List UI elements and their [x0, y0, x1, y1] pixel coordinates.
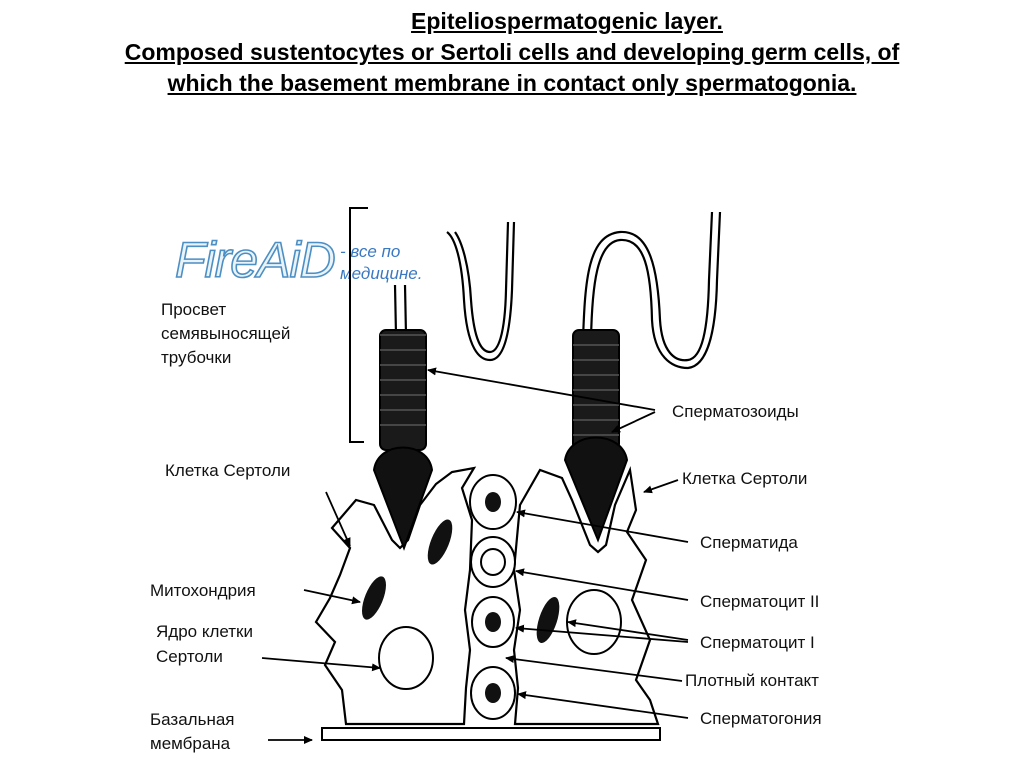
label-basal-2: мембрана — [150, 734, 231, 753]
watermark-logo: FireAiD - все по медицине. — [174, 231, 422, 289]
label-spermatozoa: Сперматозоиды — [672, 402, 799, 421]
watermark-tagline-2: медицине. — [340, 264, 422, 283]
label-sertoli-right: Клетка Сертоли — [682, 469, 807, 488]
germ-cell-column — [469, 474, 517, 720]
label-sertoli-left: Клетка Сертоли — [165, 461, 290, 480]
label-spermatid: Сперматида — [700, 533, 798, 552]
title-line-3: which the basement membrane in contact o… — [167, 70, 857, 96]
title-line-1: Epiteliospermatogenic layer. — [411, 8, 723, 34]
label-lumen-1: Просвет — [161, 300, 226, 319]
spermatozoon-left — [372, 329, 434, 551]
mitochondrion-1 — [427, 519, 453, 565]
sertoli-nucleus-left — [378, 626, 434, 690]
watermark-tagline-1: - все по — [340, 242, 400, 261]
label-lumen-3: трубочки — [161, 348, 231, 367]
label-spermatogonia: Сперматогония — [700, 709, 822, 728]
spermatozoon-right — [563, 329, 629, 543]
label-tight-junction: Плотный контакт — [685, 671, 819, 690]
sperm-tails — [393, 211, 722, 370]
label-spermatocyte-2: Сперматоцит II — [700, 592, 819, 611]
slide-title: Epiteliospermatogenic layer. Composed su… — [0, 6, 1024, 99]
basal-membrane — [321, 727, 661, 741]
label-nucleus-1: Ядро клетки — [156, 622, 253, 641]
mitochondrion-3 — [536, 597, 560, 643]
title-line-2: Composed sustentocytes or Sertoli cells … — [124, 39, 900, 65]
watermark-brand: FireAiD — [175, 232, 335, 288]
lumen-bracket — [349, 207, 368, 443]
leader-lines — [261, 367, 689, 744]
mitochondrion-2 — [362, 576, 386, 620]
sertoli-nucleus-right — [566, 589, 622, 655]
label-nucleus-2: Сертоли — [156, 647, 223, 666]
label-mitochondria: Митохондрия — [150, 581, 256, 600]
label-basal-1: Базальная — [150, 710, 235, 729]
label-spermatocyte-1: Сперматоцит I — [700, 633, 815, 652]
label-lumen-2: семявыносящей — [161, 324, 290, 343]
